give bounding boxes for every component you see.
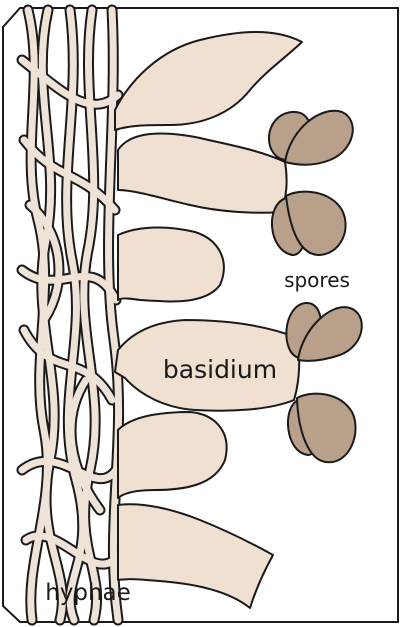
basidium-label: basidium <box>163 355 277 384</box>
spores-label: spores <box>284 268 350 292</box>
hyphae-label: hyphae <box>45 580 131 606</box>
paraphysis <box>118 227 224 301</box>
